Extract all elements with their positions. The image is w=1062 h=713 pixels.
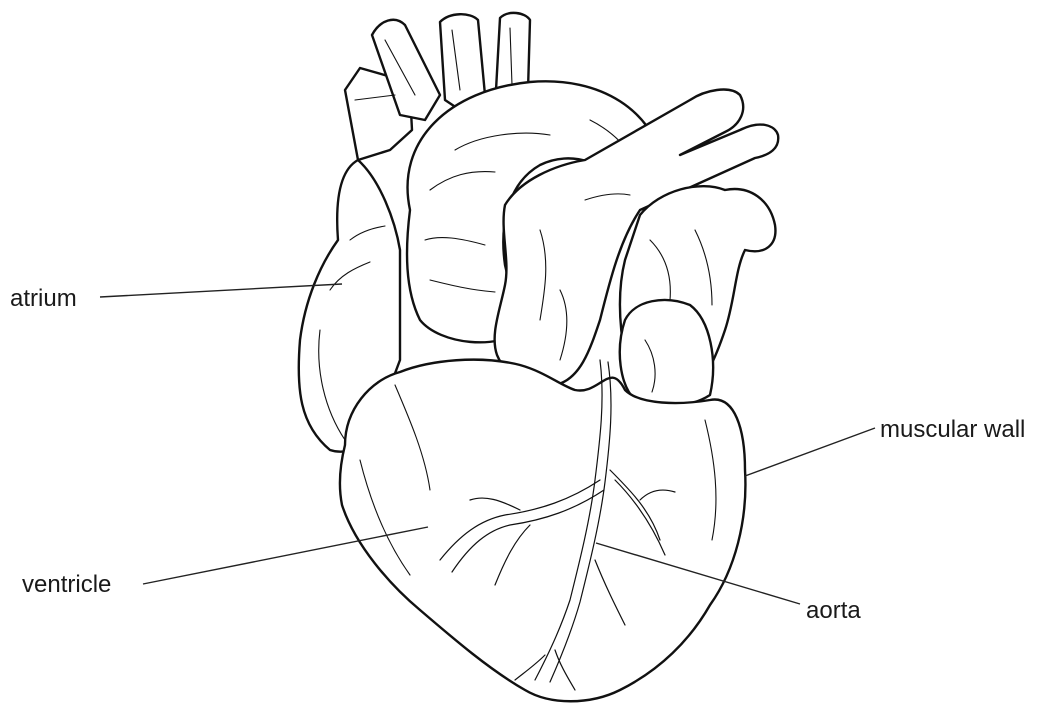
label-muscular-wall: muscular wall bbox=[880, 416, 1025, 443]
ventricle-body bbox=[340, 360, 746, 702]
leader-line-atrium bbox=[100, 284, 342, 297]
right-atrium-region bbox=[620, 186, 776, 406]
label-ventricle: ventricle bbox=[22, 571, 111, 598]
leader-line-muscular-wall bbox=[745, 428, 875, 476]
label-atrium: atrium bbox=[10, 285, 77, 312]
label-aorta: aorta bbox=[806, 597, 861, 624]
